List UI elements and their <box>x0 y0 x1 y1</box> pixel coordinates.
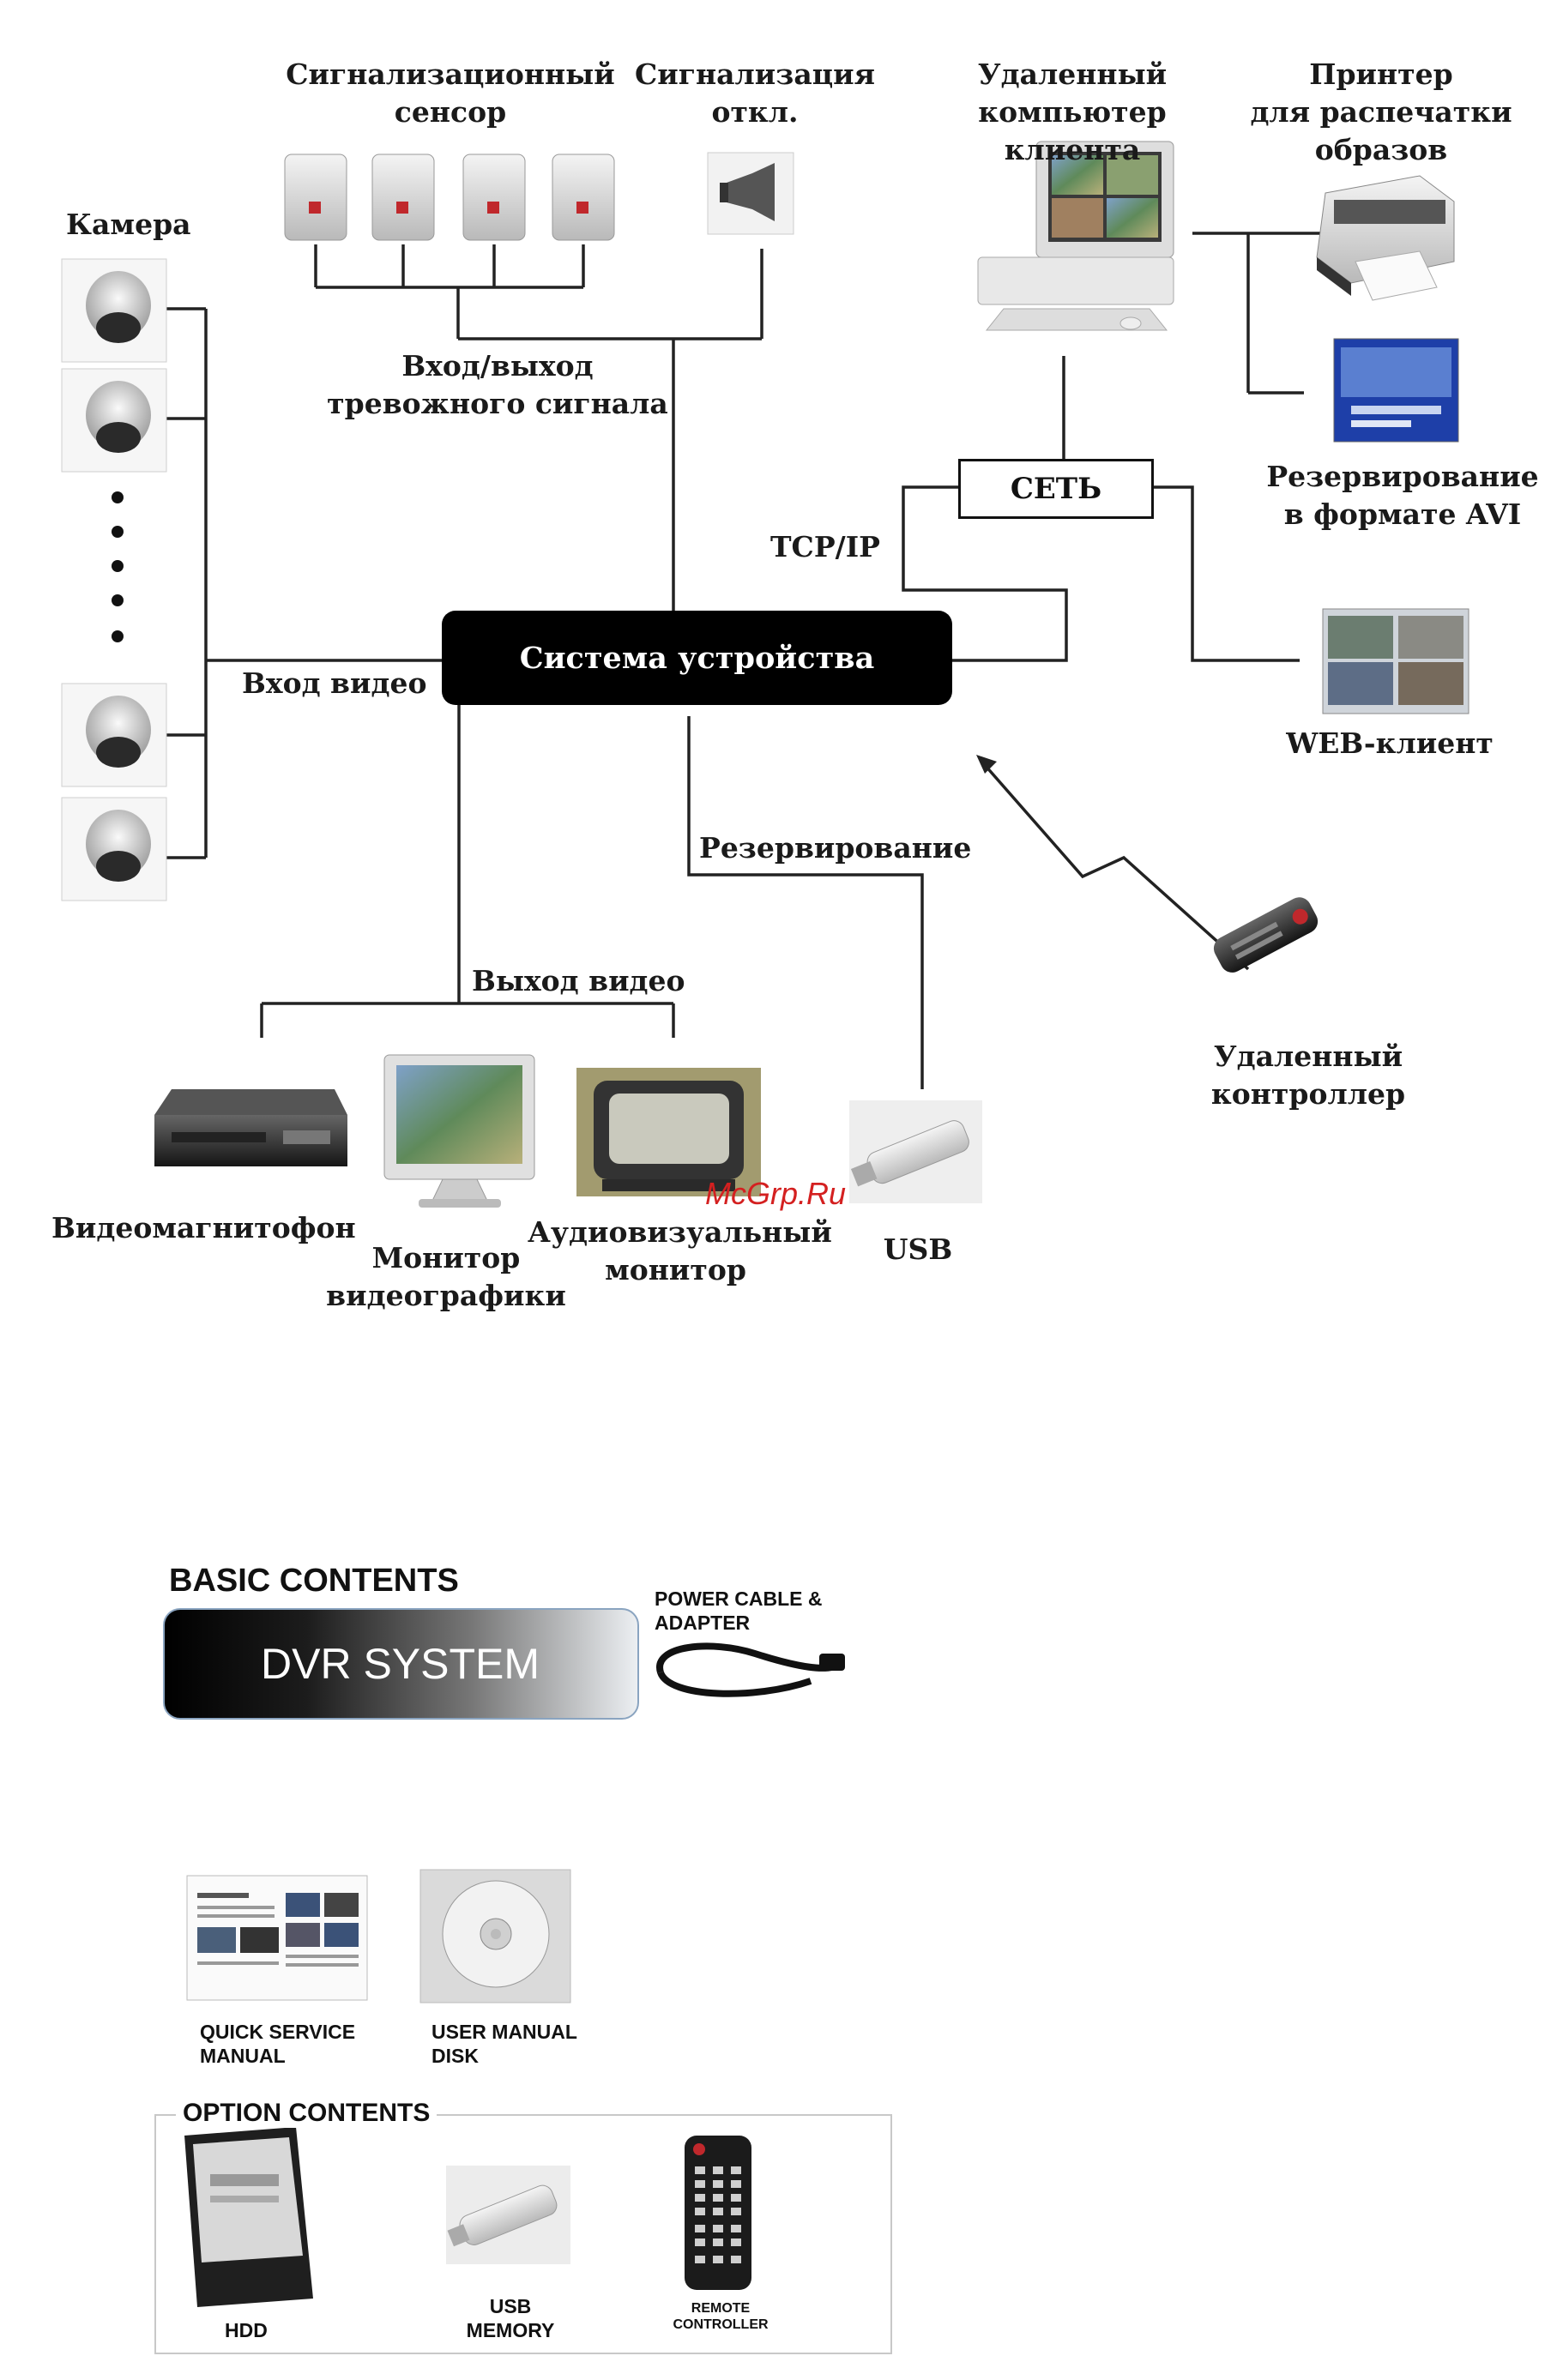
hdd-icon <box>184 2127 313 2307</box>
remote-arrow-head <box>976 755 997 774</box>
quick-manual-label: QUICK SERVICE MANUAL <box>200 2021 356 2067</box>
camera-label: Камера <box>66 208 191 241</box>
remote-controller-label: Удаленный контроллер <box>1210 1039 1406 1111</box>
power-cable-icon <box>656 1642 843 1697</box>
cd-disk-icon <box>419 1869 571 2003</box>
remote-controller-icon <box>1213 897 1319 973</box>
vcr-label: Видеомагнитофон <box>51 1211 356 1244</box>
avi-backup-icon <box>1333 338 1459 443</box>
video-out-label: Выход видео <box>472 964 685 997</box>
backup-label: Резервирование <box>699 831 972 865</box>
remote-controller-option-label: REMOTE CONTROLLER <box>673 2301 769 2332</box>
quick-manual-icon <box>186 1875 368 2001</box>
usb-memory-icon <box>446 2166 570 2264</box>
graphics-monitor-label: Монитор видеографики <box>326 1241 566 1312</box>
alarm-sensors <box>284 154 615 241</box>
video-in-label: Вход видео <box>242 666 427 700</box>
remote-computer-label: Удаленный компьютер клиента <box>977 57 1168 166</box>
dvr-system-banner: DVR SYSTEM <box>163 1608 639 1720</box>
remote-computer-icon <box>977 141 1174 331</box>
usb-icon <box>849 1100 982 1203</box>
option-remote-icon <box>685 2136 751 2290</box>
printer-label: Принтер для распечатки образов <box>1250 57 1512 166</box>
av-monitor-icon <box>576 1068 761 1196</box>
network-box: СЕТЬ <box>958 459 1154 519</box>
printer-icon <box>1316 175 1455 301</box>
basic-contents-title: BASIC CONTENTS <box>169 1563 459 1599</box>
hdd-label: HDD <box>225 2319 268 2341</box>
alarm-io-label: Вход/выход тревожного сигнала <box>327 349 668 420</box>
system-box: Система устройства <box>442 611 952 705</box>
vcr-icon <box>154 1089 347 1166</box>
option-contents-box <box>154 2114 892 2354</box>
web-client-label: WEB-клиент <box>1286 726 1494 760</box>
cameras <box>61 258 167 901</box>
tcpip-label: TCP/IP <box>770 530 880 563</box>
siren-icon <box>707 152 794 235</box>
av-monitor-label: Аудиовизуальный монитор <box>528 1215 832 1286</box>
alarm-out-label: Сигнализация откл. <box>635 57 875 129</box>
ellipsis-dots <box>112 491 124 642</box>
usb-label: USB <box>883 1232 953 1266</box>
alarm-sensor-label: Сигнализационный сенсор <box>286 57 615 129</box>
plug-icon <box>819 1654 845 1671</box>
watermark: McGrp.Ru <box>705 1176 847 1211</box>
graphics-monitor-icon <box>383 1054 535 1208</box>
web-client-icon <box>1322 608 1469 714</box>
option-contents-title: OPTION CONTENTS <box>176 2099 438 2128</box>
power-cable-label: POWER CABLE & ADAPTER <box>655 1588 823 1634</box>
user-manual-label: USER MANUAL DISK <box>431 2021 577 2067</box>
usb-memory-label: USB MEMORY <box>466 2295 555 2341</box>
avi-backup-label: Резервирование в формате AVI <box>1266 460 1539 531</box>
